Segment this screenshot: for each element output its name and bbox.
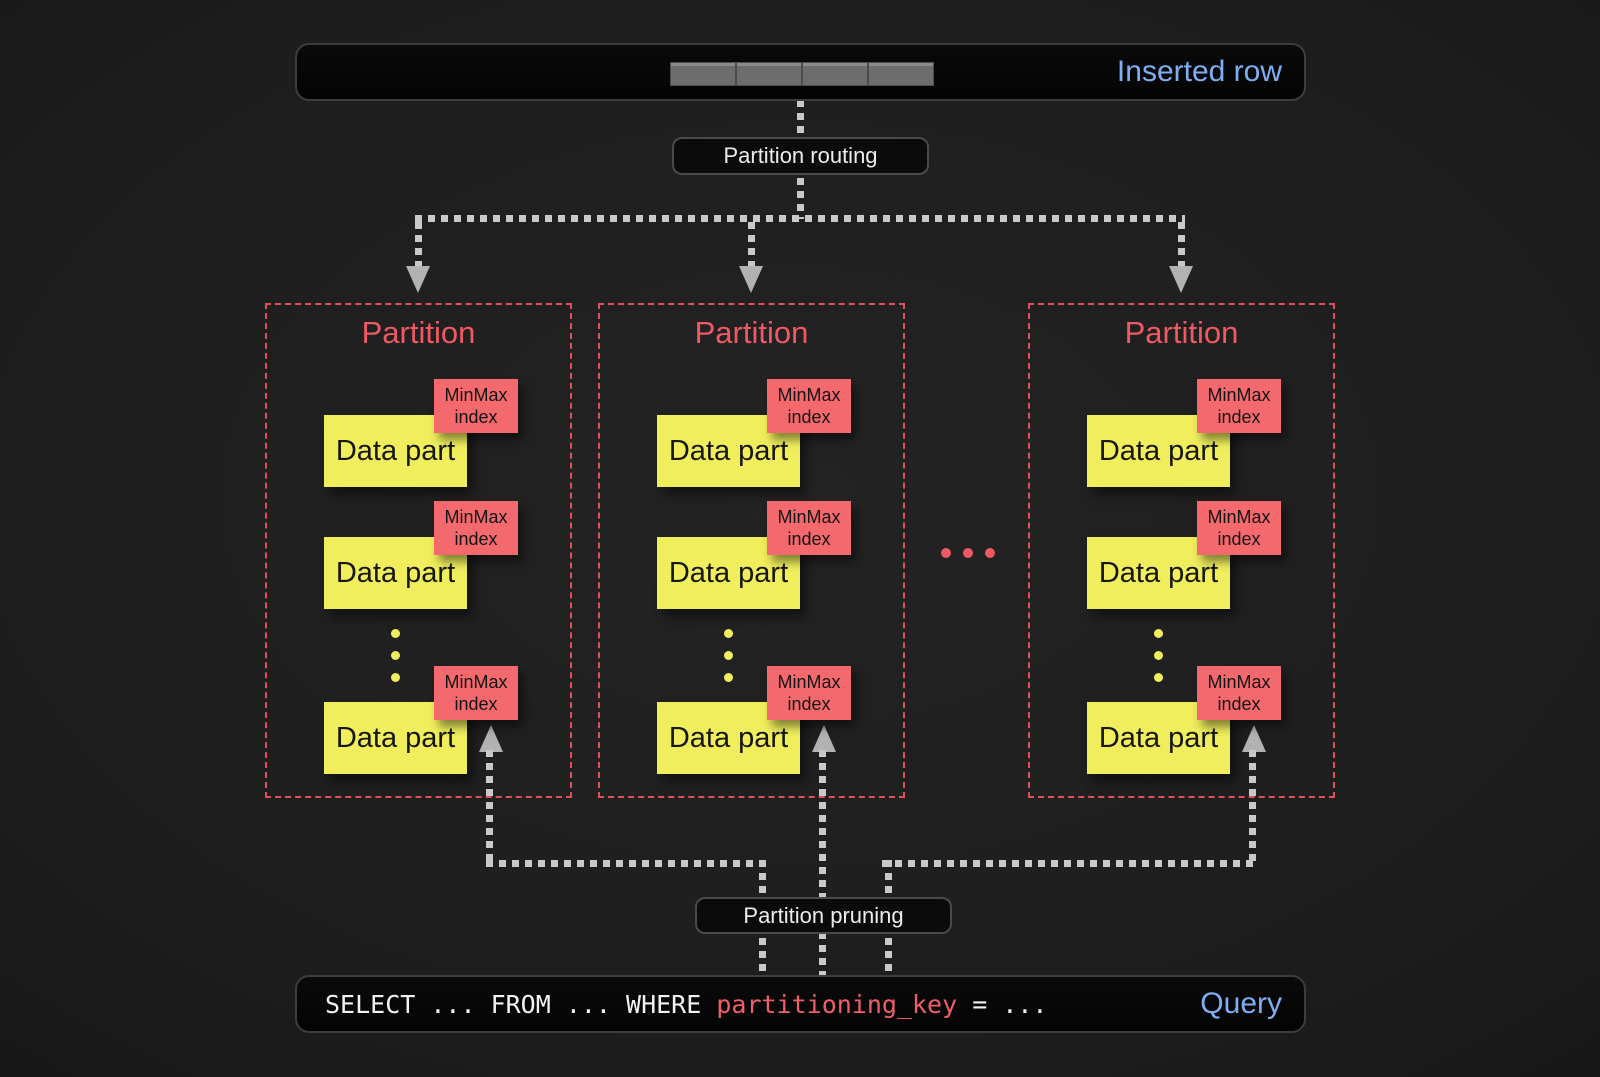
data-part-group: MinMax index Data part bbox=[1087, 501, 1281, 609]
minmax-index-tag: MinMax index bbox=[767, 666, 851, 720]
inserted-row-label: Inserted row bbox=[1116, 55, 1282, 88]
routing-drop-line-1 bbox=[415, 222, 422, 266]
query-label: Query bbox=[1200, 987, 1282, 1020]
data-part-box: Data part bbox=[657, 415, 800, 487]
data-part-group: MinMax index Data part bbox=[324, 379, 518, 487]
partition-box-3: Partition MinMax index Data part MinMax … bbox=[1028, 303, 1335, 798]
partition-title: Partition bbox=[694, 315, 809, 350]
arrow-up-icon bbox=[479, 725, 503, 752]
minmax-index-tag: MinMax index bbox=[434, 666, 518, 720]
data-part-group: MinMax index Data part bbox=[657, 501, 851, 609]
sql-partitioning-key: partitioning_key bbox=[716, 989, 958, 1019]
partition-box-2: Partition MinMax index Data part MinMax … bbox=[598, 303, 905, 798]
partition-title: Partition bbox=[1124, 315, 1239, 350]
minmax-index-tag: MinMax index bbox=[767, 379, 851, 433]
more-parts-ellipsis bbox=[1154, 629, 1163, 682]
pruning-line-up-1 bbox=[486, 750, 493, 867]
data-part-box: Data part bbox=[1087, 415, 1230, 487]
partition-title: Partition bbox=[361, 315, 476, 350]
row-segment bbox=[670, 62, 736, 86]
data-part-group: MinMax index Data part bbox=[657, 666, 851, 774]
minmax-index-tag: MinMax index bbox=[1197, 501, 1281, 555]
minmax-index-tag: MinMax index bbox=[1197, 666, 1281, 720]
query-bar: SELECT ... FROM ... WHERE partitioning_k… bbox=[295, 975, 1306, 1033]
sql-query-text: SELECT ... FROM ... WHERE partitioning_k… bbox=[325, 977, 1047, 1031]
partition-box-1: Partition MinMax index Data part MinMax … bbox=[265, 303, 572, 798]
row-segments-icon bbox=[670, 62, 934, 86]
pruning-line-up-2 bbox=[819, 750, 826, 975]
data-part-group: MinMax index Data part bbox=[324, 666, 518, 774]
data-part-box: Data part bbox=[657, 702, 800, 774]
inserted-row-bar: Inserted row bbox=[295, 43, 1306, 101]
minmax-index-tag: MinMax index bbox=[434, 501, 518, 555]
routing-drop-line-3 bbox=[1178, 222, 1185, 266]
arrow-down-icon bbox=[739, 266, 763, 293]
routing-drop-line-2 bbox=[748, 222, 755, 266]
partition-routing-label: Partition routing bbox=[672, 137, 929, 175]
routing-branch-line bbox=[415, 215, 1185, 222]
minmax-index-tag: MinMax index bbox=[767, 501, 851, 555]
arrow-up-icon bbox=[812, 725, 836, 752]
row-segment bbox=[802, 62, 868, 86]
data-part-group: MinMax index Data part bbox=[1087, 379, 1281, 487]
row-segment bbox=[736, 62, 802, 86]
more-parts-ellipsis bbox=[391, 629, 400, 682]
data-part-group: MinMax index Data part bbox=[1087, 666, 1281, 774]
data-part-group: MinMax index Data part bbox=[657, 379, 851, 487]
pruning-line-up-3 bbox=[1249, 750, 1256, 867]
data-part-group: MinMax index Data part bbox=[324, 501, 518, 609]
pruning-branch-line-right bbox=[882, 860, 1256, 867]
sql-prefix: SELECT ... FROM ... WHERE bbox=[325, 989, 717, 1019]
sql-suffix: = ... bbox=[957, 989, 1048, 1019]
pruning-branch-line-left bbox=[486, 860, 769, 867]
more-partitions-ellipsis bbox=[941, 548, 995, 558]
arrow-down-icon bbox=[406, 266, 430, 293]
minmax-index-tag: MinMax index bbox=[1197, 379, 1281, 433]
arrow-up-icon bbox=[1242, 725, 1266, 752]
more-parts-ellipsis bbox=[724, 629, 733, 682]
row-segment bbox=[868, 62, 934, 86]
arrow-down-icon bbox=[1169, 266, 1193, 293]
partition-pruning-label: Partition pruning bbox=[695, 897, 952, 934]
minmax-index-tag: MinMax index bbox=[434, 379, 518, 433]
